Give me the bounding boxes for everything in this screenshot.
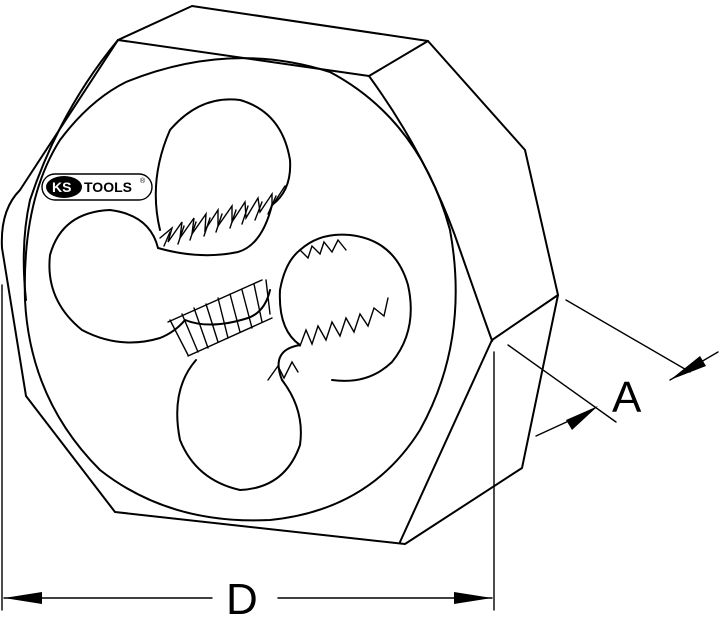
chip-hole-bottom: [176, 359, 302, 491]
ks-tools-logo: KS TOOLS ®: [41, 173, 153, 201]
logo-tools-text: TOOLS: [84, 179, 132, 195]
thread-bottom-edge: [267, 360, 299, 381]
chip-holes: [48, 98, 412, 491]
thread-lower-left-outline: [167, 279, 273, 357]
chip-hole-top: [154, 98, 292, 231]
thread-right: [299, 297, 389, 347]
front-face-circle: [23, 57, 457, 522]
logo-ks-text: KS: [52, 179, 71, 195]
hex-die-body: [0, 5, 559, 545]
hex-top-face-edge: [117, 39, 429, 77]
hex-outline: [0, 5, 559, 545]
dim-d-arrow-left: [4, 592, 42, 604]
thread-right-top: [299, 238, 347, 260]
dim-a-arrow-bottom: [566, 406, 598, 430]
dim-a-extension-top: [565, 299, 691, 373]
center-bore: [157, 204, 301, 381]
dim-a-label: A: [612, 373, 642, 422]
dim-d-arrow-right: [454, 592, 492, 604]
thread-lower-left: [169, 279, 271, 356]
chip-hole-right: [299, 233, 412, 382]
threads: [159, 185, 389, 381]
dimension-d: D: [1, 284, 495, 624]
hex-right-lower-edge: [399, 339, 493, 543]
dimension-a: A: [507, 299, 719, 437]
dim-a-extension-bottom: [507, 344, 617, 423]
dim-a-arrow-top: [670, 356, 706, 380]
hex-right-face-edge: [368, 75, 559, 342]
logo-registered-mark: ®: [140, 177, 146, 185]
front-face-bevel: [22, 39, 119, 301]
thread-upper-hatch: [163, 195, 277, 247]
dim-d-label: D: [226, 575, 258, 624]
chip-hole-left: [48, 209, 186, 344]
